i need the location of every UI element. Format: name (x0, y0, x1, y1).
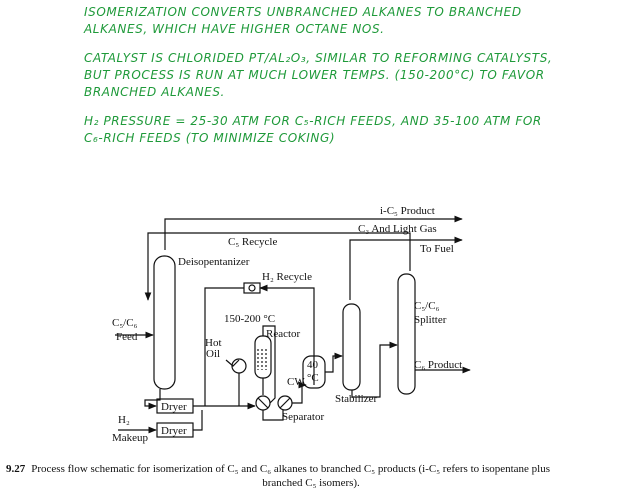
figure-number: 9.27 (6, 463, 26, 475)
label-cw: CW (287, 376, 305, 388)
note-line: H₂ pressure = 25-30 atm for C₅-rich feed… (84, 114, 542, 128)
label-h2: H₂ (118, 414, 130, 426)
label-stabilizer: Stabilizer (335, 393, 377, 405)
label-oil: Oil (206, 348, 220, 360)
reactor-bed (257, 348, 269, 370)
caption-line-2: branched C₅ isomers). (262, 477, 360, 489)
label-ic5-product: i-C₅ Product (380, 205, 435, 217)
light-gas-line (349, 236, 463, 300)
note-pressure: H₂ pressure = 25-30 atm for C₅-rich feed… (84, 113, 614, 147)
label-temp-range: 150-200 °C (224, 313, 275, 325)
h2-recycle-line (259, 284, 315, 385)
figure-caption: 9.27 Process flow schematic for isomeriza… (6, 462, 616, 490)
label-hot: Hot (205, 337, 222, 349)
label-dryer-1: Dryer (161, 401, 187, 413)
note-line: C₆-rich feeds (to minimize coking) (84, 131, 336, 145)
deisopentanizer-column (153, 255, 176, 390)
stabilizer-column (342, 303, 361, 391)
handwritten-notes: Isomerization converts unbranched alkane… (84, 4, 614, 159)
note-isomerization: Isomerization converts unbranched alkane… (84, 4, 614, 38)
label-feed-top: C₅/C₆ (112, 317, 138, 329)
label-reactor: Reactor (266, 328, 301, 340)
process-flow-schematic: i-C₅ Product C₅ Recycle C₃ And Light Gas… (112, 205, 471, 444)
caption-line-1: Process flow schematic for isomerization… (31, 463, 551, 475)
label-splitter-top: C₅/C₆ (414, 300, 440, 312)
splitter-column (397, 273, 416, 395)
label-c6-product: C₆ Product (414, 359, 462, 371)
note-catalyst: Catalyst is chlorided Pt/Al₂O₃, similar … (84, 50, 614, 101)
note-line: branched alkanes. (84, 85, 225, 99)
stabilizer-to-splitter (351, 341, 398, 398)
label-deisopentanizer: Deisopentanizer (178, 256, 250, 268)
label-to-fuel: To Fuel (420, 243, 454, 255)
label-c3-light-gas: C₃ And Light Gas (358, 223, 437, 235)
label-makeup: Makeup (112, 432, 149, 444)
label-sep-temp-unit: °C (307, 372, 319, 384)
label-feed-bottom: Feed (116, 331, 138, 343)
separator-to-stabilizer (325, 352, 343, 373)
note-line: alkanes, which have higher octane nos. (84, 22, 385, 36)
column-to-dryer-line (144, 389, 161, 410)
dryer2-out-line (193, 410, 203, 431)
hot-oil-line (225, 359, 240, 367)
c5-recycle-line (144, 232, 411, 301)
label-sep-temp: 40 (307, 359, 319, 371)
label-dryer-2: Dryer (161, 425, 187, 437)
h2-recycle-return (204, 287, 244, 406)
hot-oil-heater (231, 358, 247, 374)
note-line: but process is run at much lower temps. … (84, 68, 545, 82)
note-line: Catalyst is chlorided Pt/Al₂O₃, similar … (84, 51, 553, 65)
ic5-product-line (164, 215, 463, 250)
label-c5-recycle: C₅ Recycle (228, 236, 277, 248)
exchanger-to-cooler (262, 410, 284, 421)
label-separator: Separator (282, 411, 324, 423)
label-splitter-bottom: Splitter (414, 314, 447, 326)
reactor-effluent-line (262, 325, 276, 404)
note-line: Isomerization converts unbranched alkane… (84, 5, 522, 19)
label-h2-recycle: H₂ Recycle (262, 271, 312, 283)
